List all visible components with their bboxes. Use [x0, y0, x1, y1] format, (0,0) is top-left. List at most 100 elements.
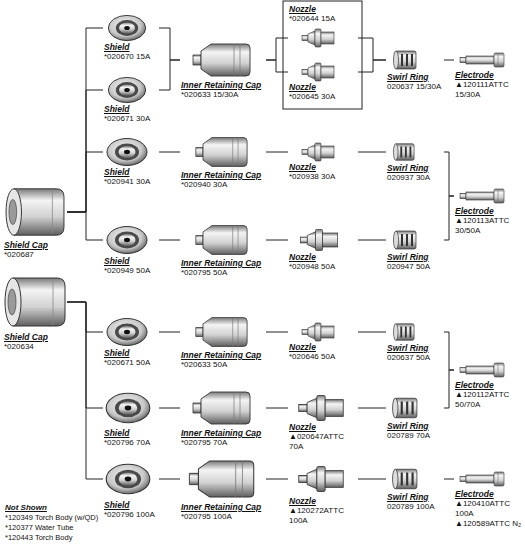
part-number: *020795 100A — [181, 512, 265, 522]
illustration-space — [289, 394, 357, 422]
part-name: Inner Retaining Cap — [181, 258, 265, 268]
swirl-ring-illustration — [394, 231, 417, 249]
illustration-space — [181, 314, 265, 350]
part-node: Nozzle*020938 30A — [288, 142, 358, 182]
connector-line — [266, 332, 288, 333]
part-node: Inner Retaining Cap*020795 70A — [180, 388, 266, 448]
part-name: Shield Cap — [4, 240, 66, 250]
connector-line — [159, 332, 180, 333]
illustration-space — [104, 76, 158, 104]
part-name: Swirl Ring — [387, 72, 443, 82]
part-node: Nozzle*020644 15A — [288, 4, 358, 48]
part-name: Nozzle — [289, 162, 357, 172]
part-node: Shield*020671 50A — [103, 316, 159, 368]
illustration-space — [289, 142, 357, 162]
connector-line — [67, 212, 103, 240]
nozzle-illustration — [299, 467, 343, 492]
part-name: Nozzle — [289, 4, 357, 14]
part-number: ▲120113ATTC 30/50A — [455, 216, 521, 236]
connector-line — [67, 302, 103, 479]
part-number: *020796 70A — [104, 438, 158, 448]
illustration-space — [289, 322, 357, 342]
part-node: Nozzle*020645 30A — [288, 62, 358, 102]
part-node: Shield Cap*020687 — [3, 184, 67, 260]
part-node: Shield*020670 15A — [103, 14, 159, 62]
illustration-space — [181, 388, 265, 428]
connector-line — [358, 38, 386, 60]
part-number: *020645 30A — [289, 92, 357, 102]
part-name: Shield — [104, 42, 158, 52]
part-number: *020940 30A — [181, 180, 265, 190]
part-node: Shield*020949 50A — [103, 224, 159, 276]
shield-illustration — [108, 15, 145, 40]
illustration-space — [181, 40, 265, 80]
swirl-ring-illustration — [393, 398, 417, 418]
part-name: Inner Retaining Cap — [181, 428, 265, 438]
electrode-illustration — [460, 189, 504, 203]
part-number: *020644 15A — [289, 14, 357, 24]
retaining-cap-illustration — [193, 44, 250, 76]
part-number: ▲120589ATTC N₂ — [455, 519, 521, 529]
part-name: Electrode — [455, 206, 521, 216]
part-name: Nozzle — [289, 82, 357, 92]
part-number: 020937 30A — [387, 173, 443, 183]
shield-illustration — [106, 464, 150, 493]
part-name: Swirl Ring — [387, 343, 443, 353]
part-name: Shield — [104, 256, 158, 266]
swirl-ring-illustration — [393, 144, 414, 161]
illustration-space — [289, 228, 357, 252]
part-name: Electrode — [455, 489, 521, 499]
part-number: *020634 — [4, 342, 66, 352]
illustration-space — [455, 186, 521, 206]
connector-line — [67, 28, 103, 212]
nozzle-illustration — [302, 323, 334, 341]
illustration-space — [387, 228, 443, 252]
connector-line — [159, 240, 180, 241]
connector-line — [358, 479, 386, 480]
illustration-space — [455, 360, 521, 380]
part-number: *020941 30A — [104, 177, 158, 187]
part-node: Electrode▲120112ATTC 50/70A — [454, 360, 522, 410]
part-node: Electrode▲120113ATTC 30/50A — [454, 186, 522, 236]
part-number: 020947 50A — [387, 262, 443, 272]
nozzle-illustration — [302, 143, 334, 161]
illustration-space — [455, 469, 521, 489]
shield-illustration — [108, 77, 145, 102]
part-number: *020949 50A — [104, 266, 158, 276]
connector-line — [67, 90, 103, 212]
nozzle-illustration — [299, 396, 343, 421]
connector-line — [266, 408, 288, 409]
electrode-illustration — [460, 363, 504, 377]
illustration-space — [289, 462, 357, 496]
connector-line — [67, 302, 103, 408]
connector-line — [67, 152, 103, 212]
connector-line — [266, 60, 288, 72]
illustration-space — [387, 395, 443, 421]
part-number: *020670 15A — [104, 52, 158, 62]
part-name: Shield — [104, 348, 158, 358]
part-name: Inner Retaining Cap — [181, 170, 265, 180]
part-number: 020789 70A — [387, 431, 443, 441]
swirl-ring-illustration — [394, 51, 417, 69]
part-node: Electrode▲120410ATTC 100A▲120589ATTC N₂ — [454, 469, 522, 529]
part-node: Electrode▲120111ATTC 15/30A — [454, 50, 522, 100]
part-node: Inner Retaining Cap*020633 15/30A — [180, 40, 266, 100]
part-name: Shield — [104, 500, 158, 510]
connector-line — [358, 408, 386, 409]
part-node: Swirl Ring020637 50A — [386, 321, 444, 363]
part-name: Swirl Ring — [387, 492, 443, 502]
connector-line — [67, 302, 103, 332]
illustration-space — [289, 62, 357, 82]
electrode-illustration — [460, 472, 504, 486]
part-number: ▲020647ATTC 70A — [289, 432, 357, 452]
connector-line — [358, 240, 386, 241]
connector-line — [444, 196, 454, 240]
part-name: Nozzle — [289, 422, 357, 432]
part-number: 020789 100A — [387, 502, 443, 512]
part-number: *020633 15/30A — [181, 90, 265, 100]
part-number: *020938 30A — [289, 172, 357, 182]
shield-illustration — [106, 393, 150, 422]
part-name: Shield — [104, 104, 158, 114]
